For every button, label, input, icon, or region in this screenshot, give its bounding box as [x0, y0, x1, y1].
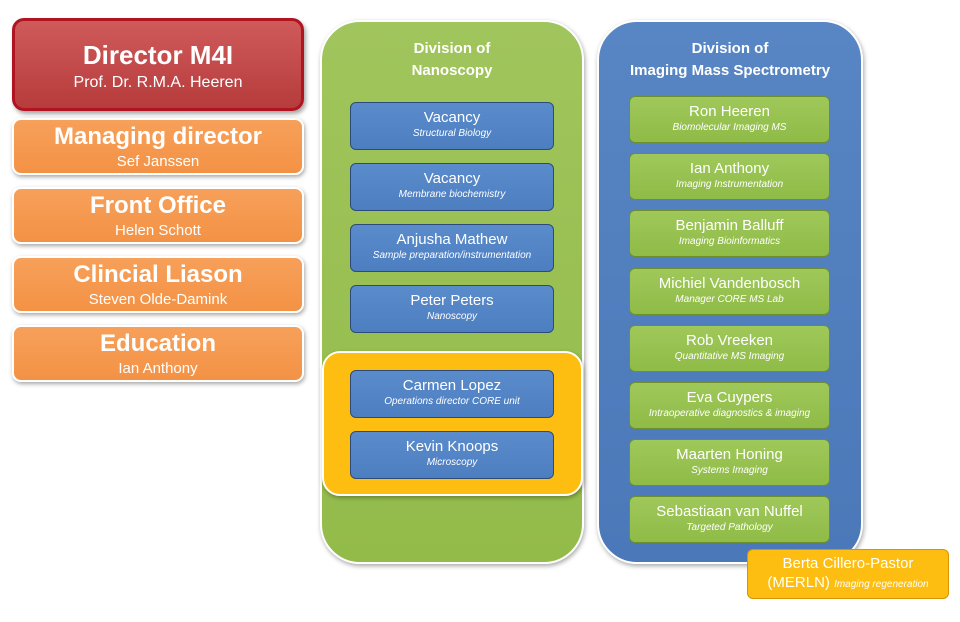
front-office-name: Helen Schott — [115, 222, 201, 240]
member-name: Kevin Knoops — [405, 438, 499, 455]
member-role: Operations director CORE unit — [384, 396, 520, 407]
member-role: Structural Biology — [412, 128, 492, 139]
member-name: Carmen Lopez — [402, 377, 502, 394]
member-name: Rob Vreeken — [686, 332, 773, 349]
member-role: Biomolecular Imaging MS — [672, 122, 787, 133]
nanoscopy-member: Vacancy Structural Biology — [350, 102, 554, 150]
ims-member: Maarten Honing Systems Imaging — [629, 439, 830, 486]
member-name: Maarten Honing — [676, 446, 783, 463]
ims-member: Benjamin Balluff Imaging Bioinformatics — [629, 210, 830, 257]
front-office-title: Front Office — [90, 192, 226, 219]
core-unit-member: Kevin Knoops Microscopy — [350, 431, 554, 479]
member-name: Michiel Vandenbosch — [658, 275, 801, 292]
ims-title-line1: Division of — [691, 40, 769, 57]
education-box: Education Ian Anthony — [12, 325, 304, 382]
ims-title-line2: Imaging Mass Spectrometry — [629, 62, 831, 79]
managing-director-title: Managing director — [53, 123, 263, 150]
front-office-box: Front Office Helen Schott — [12, 187, 304, 244]
member-role: Targeted Pathology — [686, 522, 773, 533]
member-name: Sebastiaan van Nuffel — [656, 503, 803, 520]
member-role: Systems Imaging — [691, 465, 768, 476]
nanoscopy-title-line1: Division of — [413, 40, 491, 57]
member-role: Microscopy — [426, 457, 478, 468]
director-name: Prof. Dr. R.M.A. Heeren — [73, 73, 243, 91]
external-member-line: (MERLN) Imaging regeneration — [748, 573, 948, 595]
external-member-affiliation: (MERLN) — [767, 574, 830, 591]
member-role: Manager CORE MS Lab — [675, 294, 784, 305]
member-role: Imaging Bioinformatics — [678, 236, 781, 247]
member-name: Ian Anthony — [689, 160, 770, 177]
member-name: Peter Peters — [410, 292, 494, 309]
managing-director-box: Managing director Sef Janssen — [12, 118, 304, 175]
member-name: Vacancy — [423, 170, 481, 187]
education-title: Education — [99, 330, 216, 357]
member-name: Vacancy — [423, 109, 481, 126]
nanoscopy-member: Vacancy Membrane biochemistry — [350, 163, 554, 211]
member-role: Sample preparation/instrumentation — [372, 250, 532, 261]
ims-member: Ron Heeren Biomolecular Imaging MS — [629, 96, 830, 143]
member-name: Eva Cuypers — [686, 389, 773, 406]
core-unit-member: Carmen Lopez Operations director CORE un… — [350, 370, 554, 418]
nanoscopy-member: Peter Peters Nanoscopy — [350, 285, 554, 333]
ims-member: Ian Anthony Imaging Instrumentation — [629, 153, 830, 200]
member-role: Intraoperative diagnostics & imaging — [648, 408, 811, 419]
clinical-liaison-box: Clincial Liason Steven Olde-Damink — [12, 256, 304, 313]
external-member-name: Berta Cillero-Pastor — [782, 555, 914, 572]
clinical-liaison-title: Clincial Liason — [73, 261, 243, 288]
ims-member: Sebastiaan van Nuffel Targeted Pathology — [629, 496, 830, 543]
external-member-role: Imaging regeneration — [834, 579, 929, 590]
clinical-liaison-name: Steven Olde-Damink — [88, 291, 228, 309]
member-role: Nanoscopy — [426, 311, 478, 322]
ims-member: Rob Vreeken Quantitative MS Imaging — [629, 325, 830, 372]
director-box: Director M4I Prof. Dr. R.M.A. Heeren — [12, 18, 304, 111]
external-member-box: Berta Cillero-Pastor (MERLN) Imaging reg… — [747, 549, 949, 599]
member-name: Anjusha Mathew — [396, 231, 508, 248]
member-role: Imaging Instrumentation — [675, 179, 784, 190]
ims-member: Michiel Vandenbosch Manager CORE MS Lab — [629, 268, 830, 315]
ims-member: Eva Cuypers Intraoperative diagnostics &… — [629, 382, 830, 429]
nanoscopy-member: Anjusha Mathew Sample preparation/instru… — [350, 224, 554, 272]
member-role: Membrane biochemistry — [398, 189, 506, 200]
education-name: Ian Anthony — [118, 360, 198, 378]
member-role: Quantitative MS Imaging — [674, 351, 785, 362]
nanoscopy-title-line2: Nanoscopy — [411, 62, 493, 79]
member-name: Benjamin Balluff — [675, 217, 784, 234]
director-title: Director M4I — [82, 40, 234, 70]
managing-director-name: Sef Janssen — [116, 153, 200, 171]
member-name: Ron Heeren — [689, 103, 770, 120]
